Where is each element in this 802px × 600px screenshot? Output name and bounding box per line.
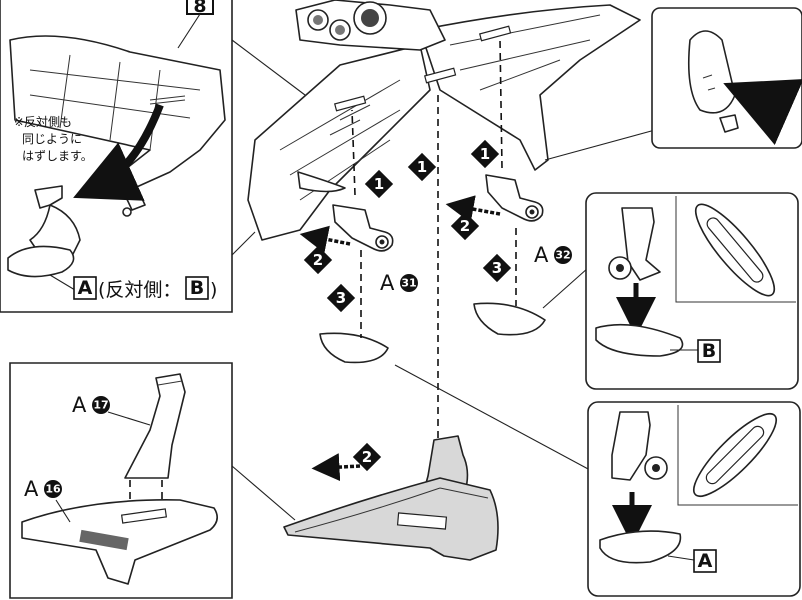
svg-text:A: A xyxy=(380,271,395,295)
nose-detail-panel xyxy=(651,7,802,149)
step-1-badge-left: 1 xyxy=(364,169,394,199)
part-a17 xyxy=(124,373,186,479)
stand-base xyxy=(283,477,499,561)
step-3-badge-right: 3 xyxy=(482,253,512,283)
note-line-3: はずします。 xyxy=(22,149,93,163)
opposite-side-close: ) xyxy=(210,279,217,301)
base-a xyxy=(599,530,682,564)
svg-text:1: 1 xyxy=(480,145,490,163)
svg-text:31: 31 xyxy=(401,277,416,290)
stand-assembly-panel: A 17 A 16 xyxy=(9,362,233,599)
svg-text:A: A xyxy=(72,393,87,417)
right-wing xyxy=(419,4,641,171)
svg-text:1: 1 xyxy=(374,175,384,193)
svg-text:3: 3 xyxy=(492,259,502,277)
step-8-number: 8 xyxy=(193,0,206,17)
arm-a31-group xyxy=(299,109,394,364)
label-a31: A 31 xyxy=(380,271,418,295)
mount-b-detail-panel: B xyxy=(585,192,799,390)
removal-arrow xyxy=(73,103,164,201)
svg-text:A: A xyxy=(24,477,39,501)
step-1-badge-right: 1 xyxy=(470,139,500,169)
step-1-badge-center: 1 xyxy=(407,152,437,182)
label-a-box: A xyxy=(78,277,93,299)
svg-text:32: 32 xyxy=(555,249,570,262)
svg-text:2: 2 xyxy=(460,217,470,235)
label-b-box: B xyxy=(190,277,204,299)
svg-text:2: 2 xyxy=(362,448,372,466)
svg-text:2: 2 xyxy=(313,251,323,269)
aircraft-underside xyxy=(247,0,641,241)
svg-text:17: 17 xyxy=(93,399,108,412)
note-line-2: 同じように xyxy=(22,132,82,146)
svg-text:A: A xyxy=(534,243,549,267)
svg-text:1: 1 xyxy=(417,158,427,176)
base-oval xyxy=(7,245,75,278)
left-mount-base xyxy=(319,332,389,364)
label-a17: A 17 xyxy=(72,393,110,417)
right-mount-base xyxy=(473,302,546,336)
insert-arrow xyxy=(723,79,802,146)
step-2-badge-right: 2 xyxy=(450,211,480,241)
removal-detail-panel: 8 ※反対側も 同じように はずします。 A (反対側： B ) xyxy=(0,0,233,313)
label-b: B xyxy=(702,340,716,362)
step-2-badge-stand: 2 xyxy=(352,442,382,472)
arm-clip xyxy=(34,185,63,209)
label-a32: A 32 xyxy=(534,243,572,267)
left-wing xyxy=(247,44,431,241)
note-line-1: ※反対側も xyxy=(14,115,72,129)
label-a16: A 16 xyxy=(24,477,62,501)
svg-text:16: 16 xyxy=(45,483,61,496)
step-2-badge-left: 2 xyxy=(303,245,333,275)
arm-a32-group xyxy=(445,39,546,336)
opposite-side-text: (反対側： xyxy=(98,279,181,301)
step-3-badge-left: 3 xyxy=(326,283,356,313)
label-a: A xyxy=(698,550,713,572)
mount-a-detail-panel: A xyxy=(587,401,801,597)
svg-text:3: 3 xyxy=(336,289,346,307)
main-stand xyxy=(283,435,499,561)
